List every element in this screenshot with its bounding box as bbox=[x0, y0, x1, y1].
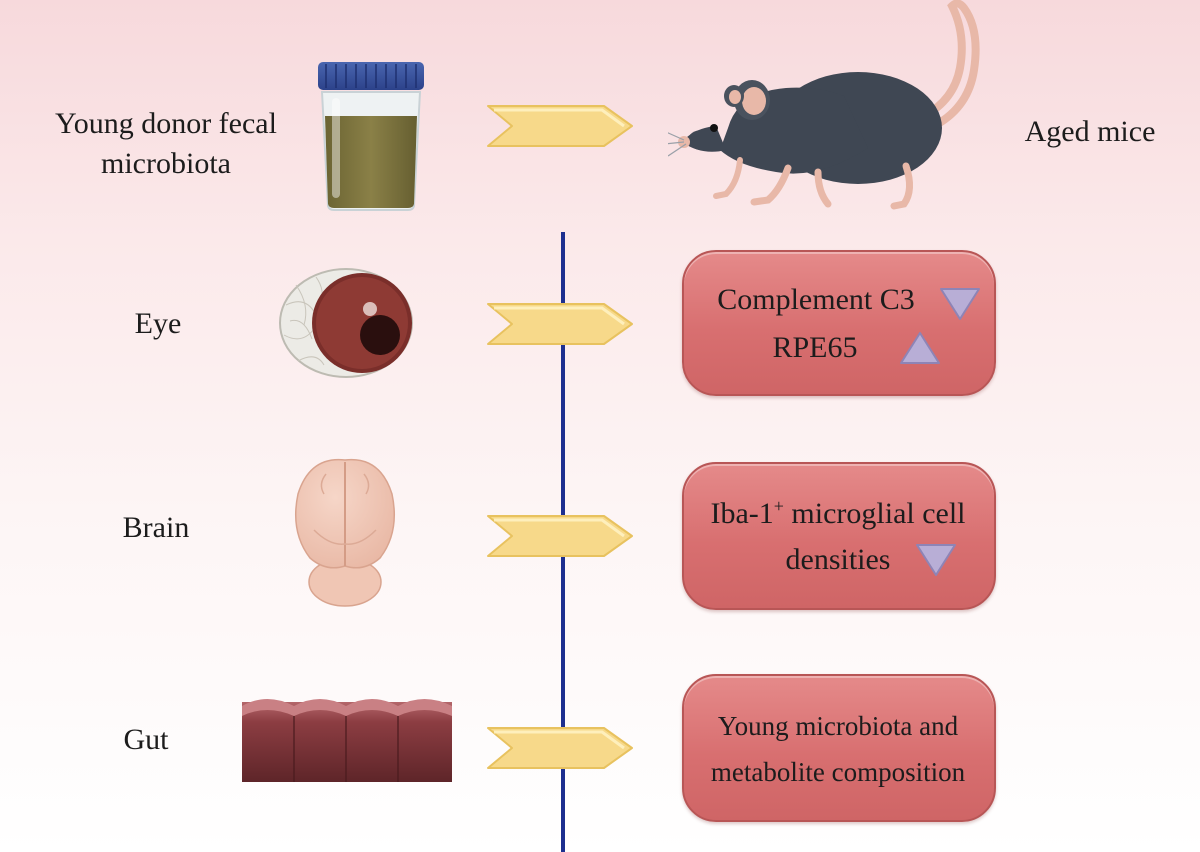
arrow-eye bbox=[487, 303, 633, 345]
up-triangle-icon bbox=[900, 332, 940, 364]
target-label: Aged mice bbox=[1024, 115, 1156, 148]
brain-icon bbox=[295, 458, 395, 607]
source-label: Young donor fecal microbiota bbox=[30, 104, 302, 184]
result-box-eye bbox=[682, 250, 996, 396]
source-label-line2: microbiota bbox=[101, 147, 231, 180]
result-box-gut bbox=[682, 674, 996, 822]
source-label-line1: Young donor fecal bbox=[55, 107, 277, 140]
finding-eye-line2: RPE65 bbox=[772, 331, 858, 364]
result-box-brain bbox=[682, 462, 996, 610]
organ-label-gut: Gut bbox=[123, 723, 169, 756]
fecal-jar-icon bbox=[318, 62, 424, 211]
finding-eye-line1: Complement C3 bbox=[717, 283, 915, 316]
gut-icon bbox=[242, 699, 452, 782]
finding-brain-line1: Iba-1+ microglial cell bbox=[690, 494, 986, 534]
down-triangle-icon bbox=[940, 288, 980, 320]
eye-icon bbox=[279, 268, 413, 378]
arrow-gut bbox=[487, 727, 633, 769]
arrow-brain bbox=[487, 515, 633, 557]
aged-mouse-icon bbox=[668, 0, 980, 210]
finding-gut-line1: Young microbiota and bbox=[717, 711, 959, 741]
arrow-source-to-target bbox=[487, 105, 633, 147]
finding-brain-line2: densities bbox=[785, 543, 891, 576]
down-triangle-icon bbox=[916, 544, 956, 576]
finding-gut-line2: metabolite composition bbox=[710, 757, 966, 787]
organ-label-eye: Eye bbox=[134, 307, 182, 340]
organ-label-brain: Brain bbox=[122, 511, 190, 544]
finding-brain-line1-rest: microglial cell bbox=[783, 497, 966, 530]
finding-brain-line1-sup: + bbox=[773, 496, 784, 516]
finding-brain-line1-base: Iba-1 bbox=[710, 497, 774, 530]
